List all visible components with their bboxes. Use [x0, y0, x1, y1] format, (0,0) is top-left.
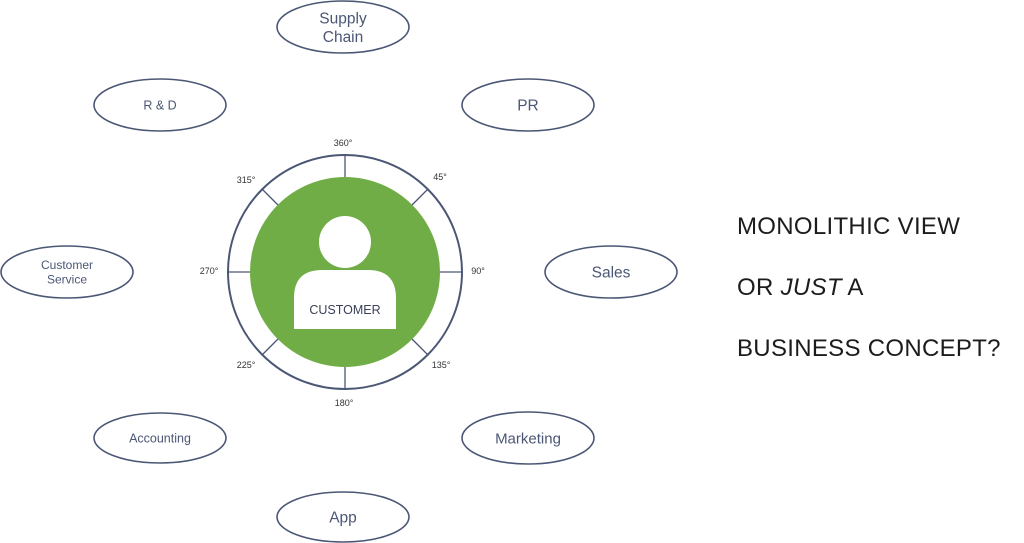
person-icon	[294, 216, 396, 329]
headline-line-2: OR JUST A	[737, 257, 1017, 318]
department-label: Sales	[592, 265, 631, 282]
department-ellipse	[276, 0, 410, 54]
department-r-and-d: R & D	[93, 78, 227, 132]
degree-label-180: 180°	[335, 398, 354, 408]
department-ellipse	[544, 245, 678, 299]
department-label: Supply	[319, 10, 367, 27]
degree-labels: 360° 45° 90° 135° 180° 225° 270° 315°	[200, 138, 486, 408]
department-app: App	[276, 491, 410, 543]
customer-hub: CUSTOMER 360° 45° 90° 135° 180° 225° 270° 315°	[200, 138, 486, 408]
headline: MONOLITHIC VIEW OR JUST A BUSINESS CONCE…	[737, 196, 1017, 379]
department-marketing: Marketing	[461, 411, 595, 465]
department-ellipse	[93, 78, 227, 132]
customer-label: CUSTOMER	[309, 303, 380, 317]
degree-ticks	[228, 155, 462, 389]
headline-line-2-suffix: A	[841, 274, 864, 301]
headline-line-2-prefix: OR	[737, 274, 781, 301]
department-label: App	[329, 510, 357, 527]
headline-line-3: BUSINESS CONCEPT?	[737, 335, 1001, 362]
headline-line-1: MONOLITHIC VIEW	[737, 213, 961, 240]
department-ellipse	[0, 245, 134, 299]
degree-label-360: 360°	[334, 138, 353, 148]
department-sales: Sales	[544, 245, 678, 299]
degree-label-270: 270°	[200, 266, 219, 276]
degree-label-315: 315°	[237, 175, 256, 185]
degree-tick	[410, 188, 429, 207]
headline-line-2-emphasis: JUST	[780, 274, 842, 301]
department-accounting: Accounting	[93, 412, 227, 464]
department-label: Chain	[323, 29, 364, 46]
degree-label-45: 45°	[433, 172, 447, 182]
degree-label-90: 90°	[471, 266, 485, 276]
department-ellipse	[93, 412, 227, 464]
person-body	[294, 270, 396, 329]
department-label: PR	[517, 98, 539, 115]
department-ellipse	[461, 78, 595, 132]
department-label: R & D	[143, 99, 176, 113]
department-label: Marketing	[495, 430, 561, 447]
degree-tick	[410, 337, 429, 356]
department-pr: PR	[461, 78, 595, 132]
degree-label-225: 225°	[237, 360, 256, 370]
degree-tick	[261, 337, 280, 356]
department-label: Service	[47, 273, 87, 287]
department-label: Accounting	[129, 432, 191, 446]
person-head	[319, 216, 371, 268]
degree-label-135: 135°	[432, 360, 451, 370]
department-ellipse	[276, 491, 410, 543]
department-label: Customer	[41, 258, 93, 272]
degree-tick	[261, 188, 280, 207]
department-ellipse	[461, 411, 595, 465]
